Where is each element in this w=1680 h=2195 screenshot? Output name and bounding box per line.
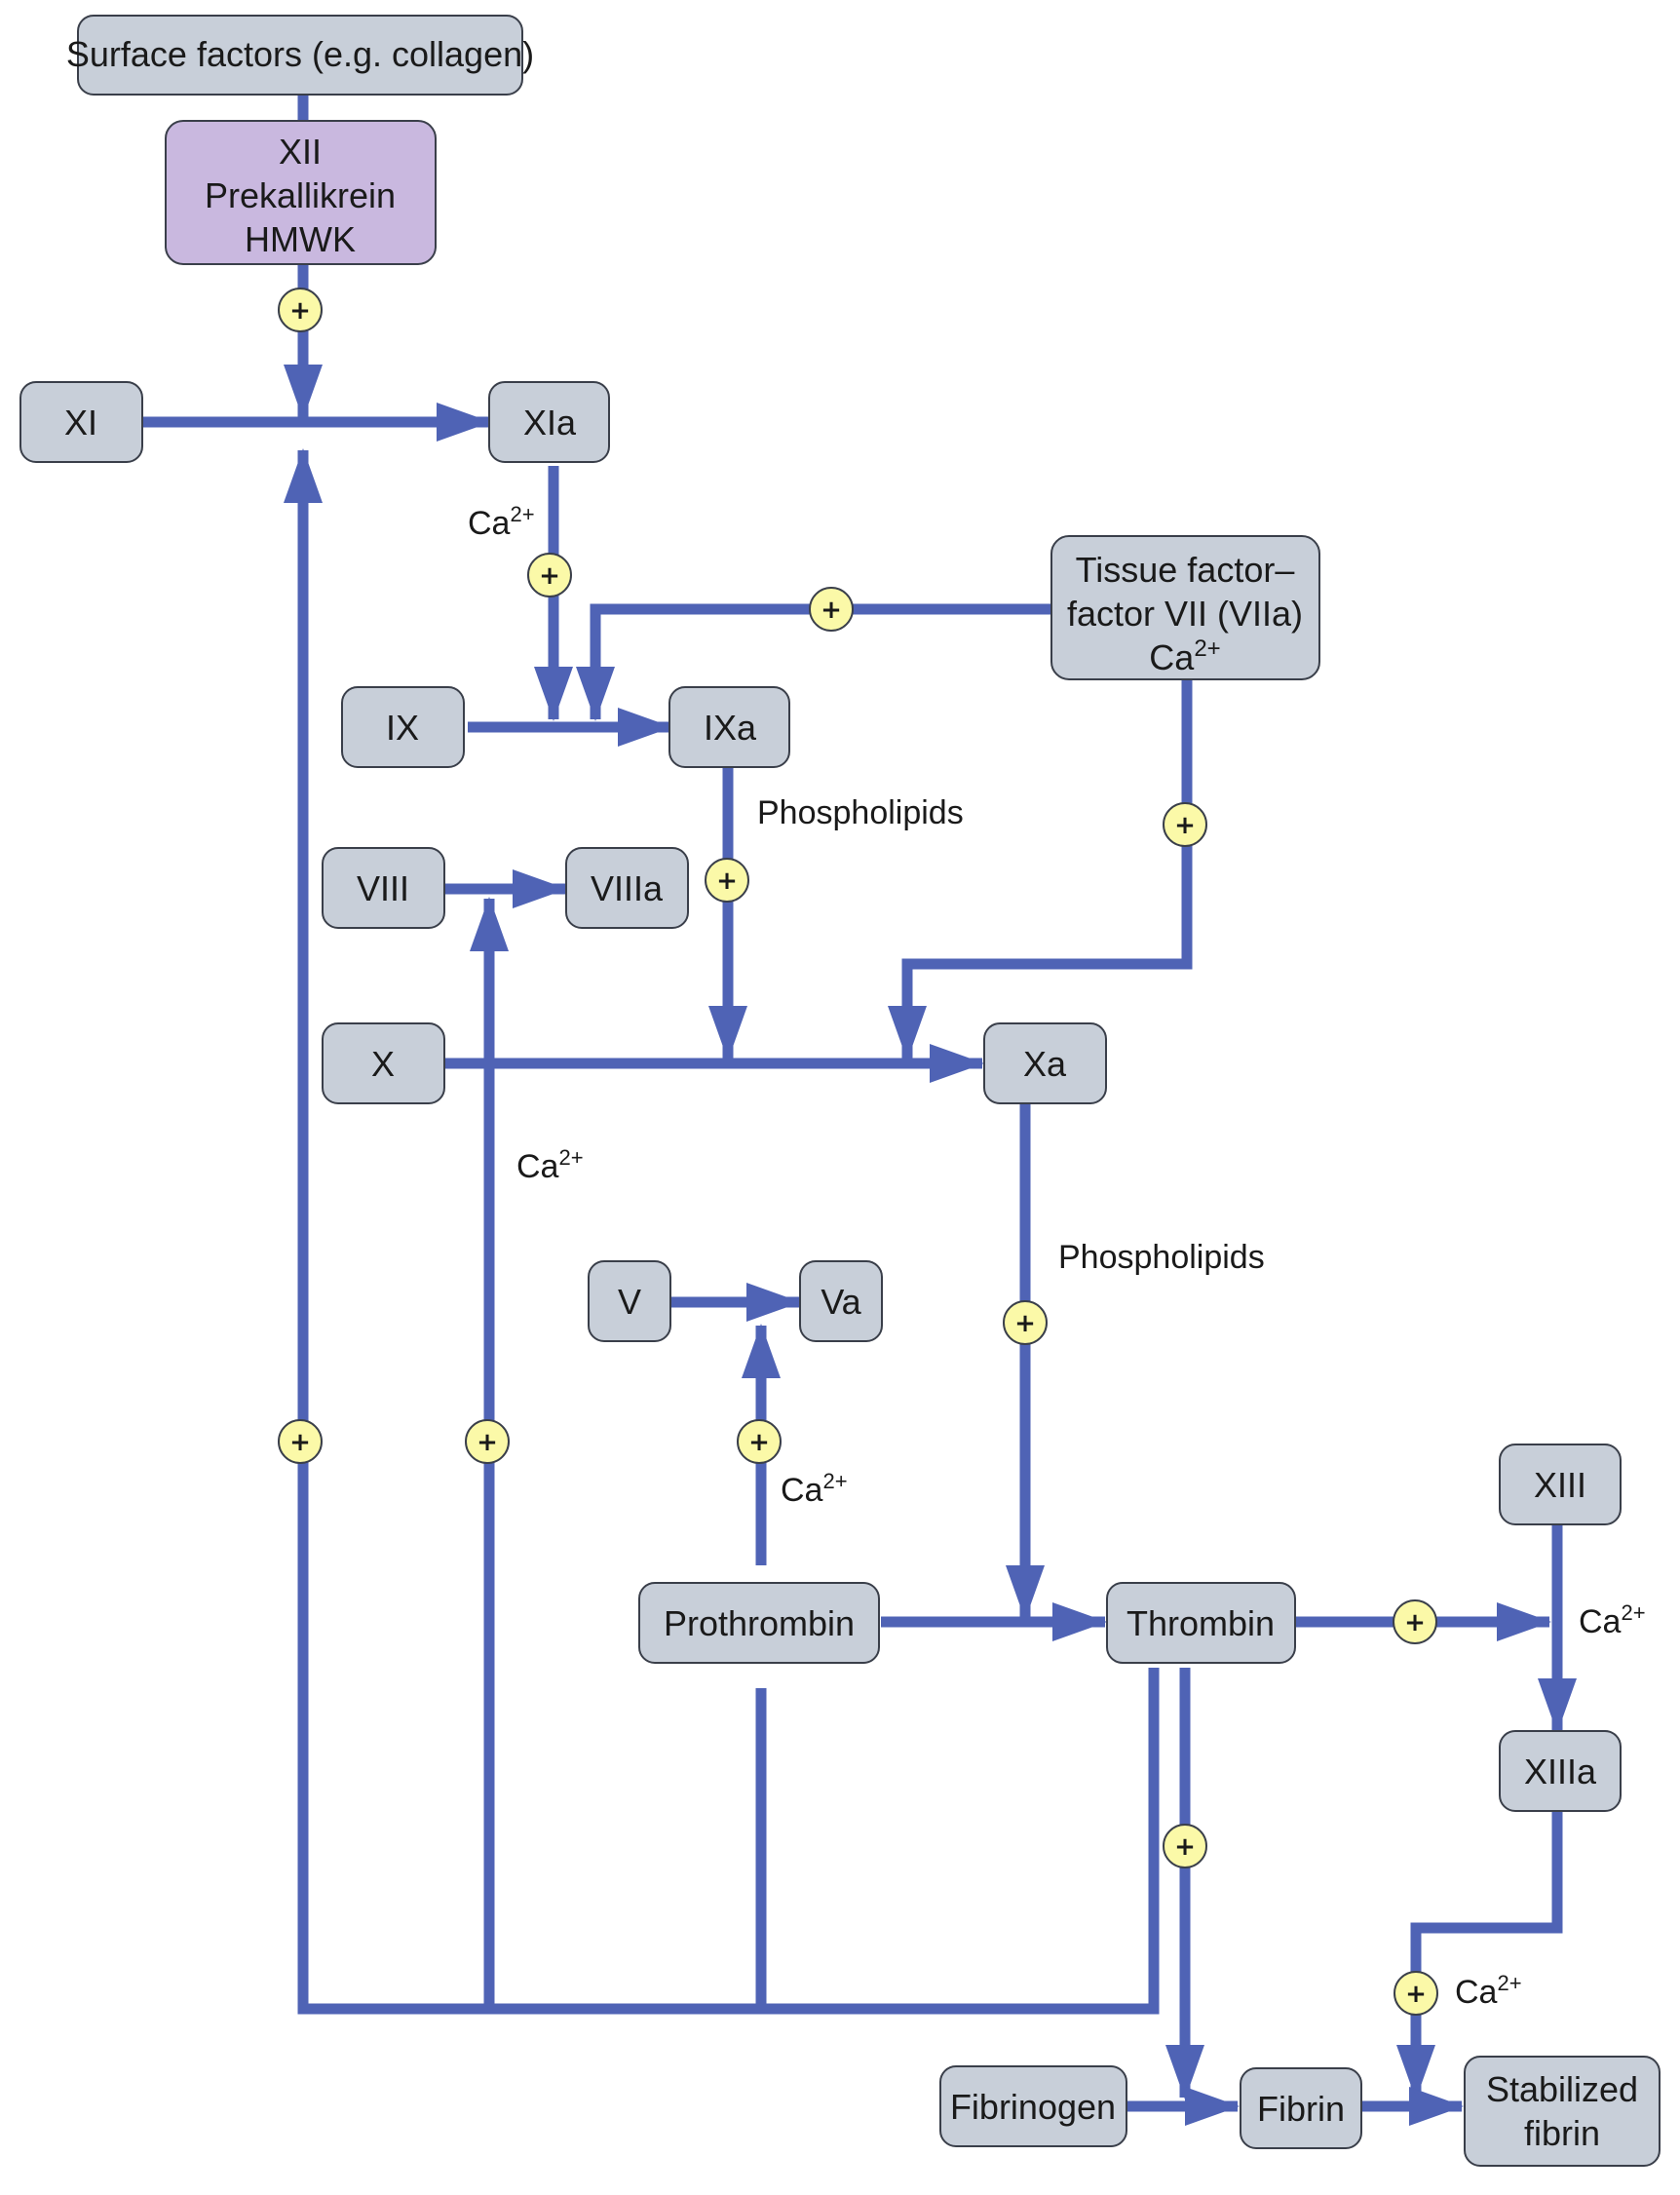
svg-text:IX: IX [386,708,419,748]
svg-text:Fibrinogen: Fibrinogen [950,2087,1116,2127]
cofactor-labels: Ca2+ Phospholipids Ca2+ Phospholipids Ca… [468,502,1646,2011]
svg-text:fibrin: fibrin [1524,2113,1600,2153]
node-fibrin: Fibrin [1240,2067,1362,2149]
svg-text:XI: XI [64,403,97,443]
svg-text:Va: Va [821,1282,861,1322]
svg-text:+: + [539,561,560,591]
plus-icon: + [465,1419,510,1464]
svg-text:+: + [1174,811,1196,840]
node-thrombin: Thrombin [1106,1582,1296,1664]
svg-text:Prothrombin: Prothrombin [664,1603,855,1643]
svg-text:+: + [289,296,311,326]
ca-label-v: Ca2+ [781,1469,848,1509]
node-xi: XI [19,381,143,463]
activation-markers: + + + + + + + + + + + + [278,288,1438,2016]
svg-text:+: + [821,596,842,625]
svg-text:IXa: IXa [704,708,757,748]
node-v: V [588,1260,671,1342]
svg-text:factor VII (VIIa): factor VII (VIIa) [1067,594,1303,634]
plus-icon: + [809,587,854,632]
plus-icon: + [705,858,749,903]
svg-text:VIIIa: VIIIa [591,868,664,908]
node-xii-prekallikrein-hmwk: XII Prekallikrein HMWK [165,120,437,265]
node-stabilized-fibrin: Stabilized fibrin [1464,2056,1661,2167]
svg-text:VIII: VIII [357,868,409,908]
svg-text:XII: XII [279,132,322,172]
svg-text:+: + [1014,1309,1036,1338]
plus-icon: + [1003,1300,1048,1345]
plus-icon: + [1163,1824,1207,1868]
node-xa: Xa [983,1022,1107,1104]
node-viii: VIII [322,847,445,929]
node-xia: XIa [488,381,610,463]
plus-icon: + [527,553,572,597]
svg-text:XIa: XIa [523,403,577,443]
svg-text:HMWK: HMWK [245,219,356,259]
svg-text:Stabilized: Stabilized [1486,2069,1638,2109]
ca-label-xiii: Ca2+ [1579,1600,1646,1640]
node-xiiia: XIIIa [1499,1730,1622,1812]
svg-text:Xa: Xa [1023,1044,1067,1084]
node-ixa: IXa [668,686,790,768]
svg-text:+: + [289,1428,311,1457]
node-x: X [322,1022,445,1104]
svg-text:Surface factors (e.g. collagen: Surface factors (e.g. collagen) [66,34,534,74]
ca-label-xia: Ca2+ [468,502,535,542]
phospholipids-label-ixa: Phospholipids [757,794,964,831]
svg-text:+: + [1404,1608,1426,1637]
node-ix: IX [341,686,465,768]
plus-icon: + [1393,1599,1437,1644]
node-surface-factors: Surface factors (e.g. collagen) [66,15,534,96]
phospholipids-label-xa: Phospholipids [1058,1239,1265,1276]
svg-text:Fibrin: Fibrin [1257,2089,1345,2129]
svg-text:+: + [1405,1980,1427,2009]
node-tissue-factor-viia: Tissue factor– factor VII (VIIa) Ca2+ [1050,535,1320,680]
ca-label-x: Ca2+ [516,1145,584,1185]
svg-text:+: + [1174,1832,1196,1862]
node-xiii: XIII [1499,1444,1622,1525]
svg-text:V: V [618,1282,641,1322]
node-va: Va [799,1260,883,1342]
svg-text:Tissue factor–: Tissue factor– [1076,550,1295,590]
node-viiia: VIIIa [565,847,689,929]
svg-text:XIIIa: XIIIa [1524,1752,1597,1791]
svg-text:Prekallikrein: Prekallikrein [205,175,396,215]
plus-icon: + [1163,802,1207,847]
node-fibrinogen: Fibrinogen [939,2065,1127,2147]
svg-text:X: X [371,1044,395,1084]
svg-text:+: + [716,866,738,896]
plus-icon: + [1394,1971,1438,2016]
svg-text:XIII: XIII [1534,1465,1586,1505]
ca-label-stabilization: Ca2+ [1455,1971,1522,2011]
svg-text:+: + [748,1428,770,1457]
node-prothrombin: Prothrombin [638,1582,880,1664]
plus-icon: + [278,1419,323,1464]
svg-text:Thrombin: Thrombin [1126,1603,1275,1643]
svg-text:Ca2+: Ca2+ [1149,635,1220,677]
plus-icon: + [737,1419,782,1464]
svg-text:+: + [477,1428,498,1457]
plus-icon: + [278,288,323,332]
